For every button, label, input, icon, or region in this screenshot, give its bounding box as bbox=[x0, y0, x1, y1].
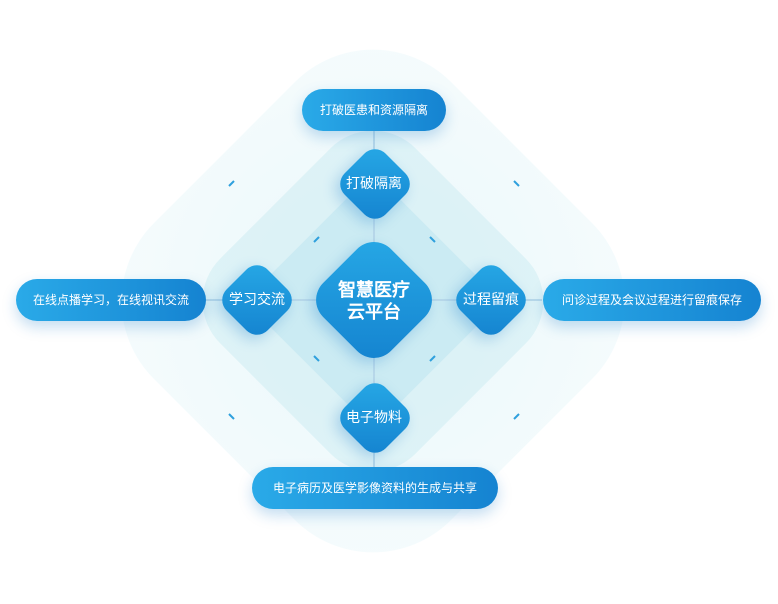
center-label-line2: 云平台 bbox=[347, 302, 401, 323]
tick-mark bbox=[313, 355, 320, 362]
tick-mark bbox=[429, 355, 436, 362]
center-node-label: 智慧医疗 云平台 bbox=[324, 280, 424, 324]
tick-mark bbox=[513, 180, 520, 187]
center-label-line1: 智慧医疗 bbox=[338, 280, 410, 301]
node-bottom-label: 电子物料 bbox=[346, 410, 402, 426]
tick-mark bbox=[313, 236, 320, 243]
tick-mark bbox=[429, 236, 436, 243]
desc-pill-left: 在线点播学习，在线视讯交流 bbox=[16, 279, 206, 321]
desc-pill-top: 打破医患和资源隔离 bbox=[302, 89, 446, 131]
node-left-label: 学习交流 bbox=[229, 292, 285, 308]
node-top-label: 打破隔离 bbox=[346, 176, 402, 192]
desc-pill-right: 问诊过程及会议过程进行留痕保存 bbox=[543, 279, 761, 321]
tick-mark bbox=[513, 413, 520, 420]
node-right-label: 过程留痕 bbox=[463, 292, 519, 308]
tick-mark bbox=[228, 180, 235, 187]
tick-mark bbox=[228, 413, 235, 420]
desc-pill-bottom: 电子病历及医学影像资料的生成与共享 bbox=[252, 467, 498, 509]
